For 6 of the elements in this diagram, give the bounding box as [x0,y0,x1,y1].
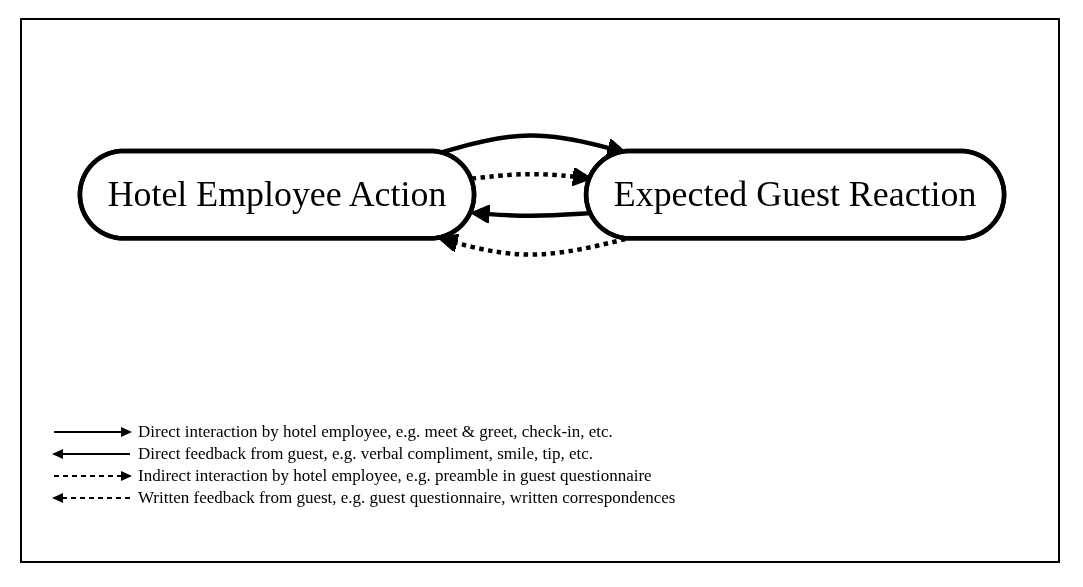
arrow [438,233,626,257]
legend-text: Indirect interaction by hotel employee, e.g. preamble in guest questionnaire [138,466,652,486]
arrow [470,204,591,224]
legend-text: Direct interaction by hotel employee, e.g. meet & greet, check-in, etc. [138,422,613,442]
legend-text: Direct feedback from guest, e.g. verbal compliment, smile, tip, etc. [138,444,594,464]
legend-text: Written feedback from guest, e.g. guest questionnaire, written correspondences [138,488,676,508]
